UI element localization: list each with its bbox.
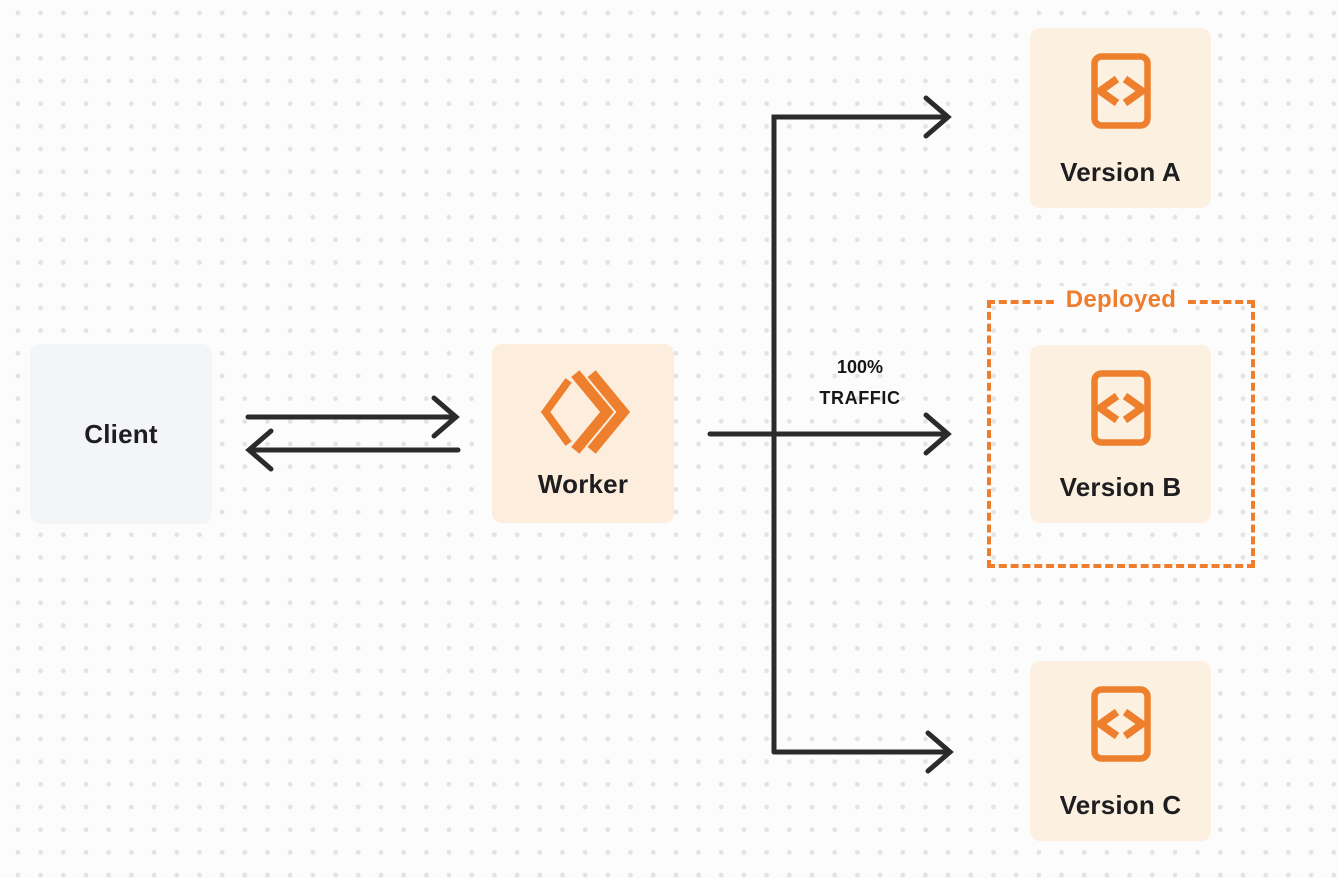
version-c-node: Version C	[1030, 661, 1211, 841]
version-b-label: Version B	[1059, 472, 1182, 503]
version-c-label: Version C	[1059, 790, 1182, 821]
code-file-icon	[1090, 686, 1151, 767]
traffic-annotation: 100% TRAFFIC	[780, 352, 940, 414]
workers-logo-icon	[530, 366, 636, 458]
version-a-node: Version A	[1030, 28, 1211, 208]
version-a-label: Version A	[1060, 157, 1181, 188]
client-label: Client	[84, 418, 158, 449]
traffic-percent-text: 100%	[836, 357, 884, 377]
worker-label: Worker	[537, 469, 629, 500]
code-file-icon	[1090, 53, 1151, 134]
worker-to-client-arrow	[245, 428, 461, 472]
client-to-worker-arrow	[245, 395, 460, 439]
traffic-word-text: TRAFFIC	[819, 388, 901, 408]
worker-node: Worker	[492, 344, 674, 523]
code-file-icon	[1090, 370, 1151, 451]
traffic-branch-lines	[707, 95, 954, 774]
deployed-label: Deployed	[1053, 286, 1189, 314]
client-node: Client	[30, 344, 212, 524]
version-b-node: Version B	[1030, 345, 1211, 523]
deployed-group-box: Deployed Version B	[987, 286, 1255, 568]
